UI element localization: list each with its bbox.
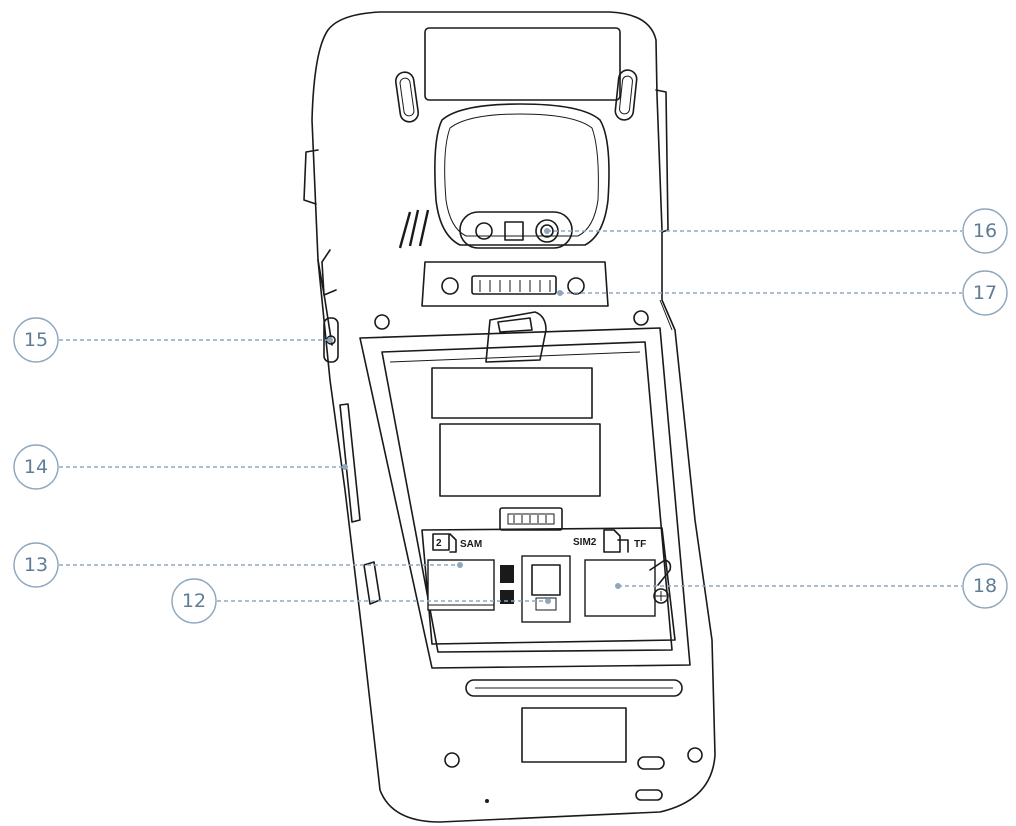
top-grip-slots bbox=[394, 69, 638, 123]
callout-label: 13 bbox=[24, 554, 48, 576]
callout-label: 17 bbox=[973, 282, 997, 304]
sam-label: SAM bbox=[460, 539, 482, 550]
callout-12: 12 bbox=[171, 578, 217, 624]
screw bbox=[444, 752, 460, 768]
battery-label-upper bbox=[431, 367, 593, 419]
sam-number: 2 bbox=[436, 538, 442, 549]
pogo-connector bbox=[421, 261, 609, 307]
printer-slot bbox=[465, 679, 683, 697]
screw bbox=[374, 314, 390, 330]
battery-compartment bbox=[359, 327, 691, 669]
side-slot bbox=[339, 403, 361, 523]
callout-label: 18 bbox=[973, 575, 997, 597]
speaker-grille bbox=[398, 209, 430, 249]
top-window bbox=[424, 27, 621, 101]
screw bbox=[633, 310, 649, 326]
callout-14: 14 bbox=[13, 444, 59, 490]
callout-13: 13 bbox=[13, 542, 59, 588]
camera-module bbox=[459, 211, 573, 249]
bottom-port bbox=[637, 756, 665, 770]
callout-label: 14 bbox=[24, 456, 48, 478]
callout-label: 16 bbox=[973, 220, 997, 242]
battery-label-lower bbox=[439, 423, 601, 497]
bottom-port bbox=[635, 789, 663, 801]
sim2-label: SIM2 bbox=[573, 537, 597, 548]
sam-card-slot: 2 SAM bbox=[427, 533, 495, 611]
tf-label: TF bbox=[634, 539, 646, 550]
bottom-window bbox=[521, 707, 627, 763]
battery-latch bbox=[485, 311, 547, 363]
callout-label: 12 bbox=[182, 590, 206, 612]
callout-17: 17 bbox=[962, 270, 1008, 316]
bottom-hole bbox=[485, 799, 489, 803]
battery-connector bbox=[499, 507, 563, 531]
tf-card-slot bbox=[500, 555, 571, 623]
side-card-slot bbox=[363, 561, 381, 605]
screw bbox=[687, 747, 703, 763]
callout-18: 18 bbox=[962, 563, 1008, 609]
camera-recess bbox=[434, 103, 610, 246]
device-body bbox=[303, 11, 716, 823]
callout-leaders bbox=[59, 228, 962, 604]
callout-label: 15 bbox=[24, 329, 48, 351]
callout-16: 16 bbox=[962, 208, 1008, 254]
sim2-card-slot: SIM2 TF bbox=[573, 529, 672, 617]
callout-15: 15 bbox=[13, 317, 59, 363]
